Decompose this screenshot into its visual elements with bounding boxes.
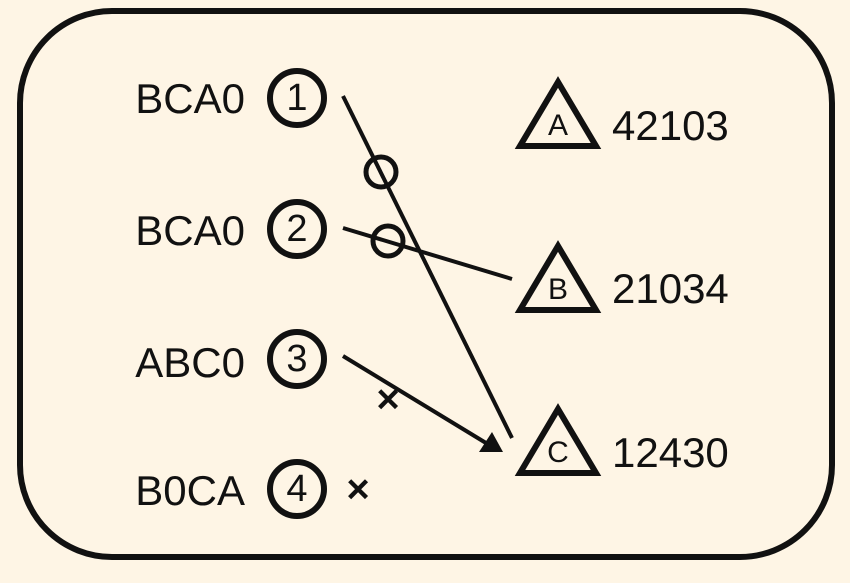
cross-mark-item-4: × (346, 468, 369, 512)
left-code-3: ABC0 (135, 339, 245, 386)
triangle-a: A (514, 76, 602, 149)
connector-3-to-c (341, 354, 488, 445)
right-value-b: 21034 (612, 265, 729, 312)
right-value-a: 42103 (612, 102, 729, 149)
triangle-b: B (514, 240, 602, 313)
circled-number-3-text: 3 (286, 338, 307, 380)
triangle-c: C (514, 403, 602, 476)
circled-number-2: 2 (267, 199, 327, 259)
circle-mark-line-2 (370, 223, 406, 259)
triangle-b-letter: B (548, 273, 568, 306)
circled-number-1: 1 (267, 68, 327, 128)
cross-mark-line-3: × (376, 378, 399, 422)
diagram-frame (17, 8, 835, 560)
left-code-1: BCA0 (135, 75, 245, 122)
connector-1-to-c (341, 95, 514, 439)
arrowhead-3-to-c (479, 432, 503, 452)
triangle-c-letter: C (547, 436, 569, 469)
circle-mark-line-1 (363, 154, 399, 190)
circled-number-2-text: 2 (286, 208, 307, 250)
right-value-c: 12430 (612, 429, 729, 476)
circled-number-3: 3 (267, 329, 327, 389)
circled-number-4-text: 4 (286, 468, 307, 510)
left-code-2: BCA0 (135, 207, 245, 254)
triangle-a-letter: A (548, 109, 568, 142)
circled-number-4: 4 (267, 459, 327, 519)
circled-number-1-text: 1 (286, 77, 307, 119)
left-code-4: B0CA (135, 467, 245, 514)
